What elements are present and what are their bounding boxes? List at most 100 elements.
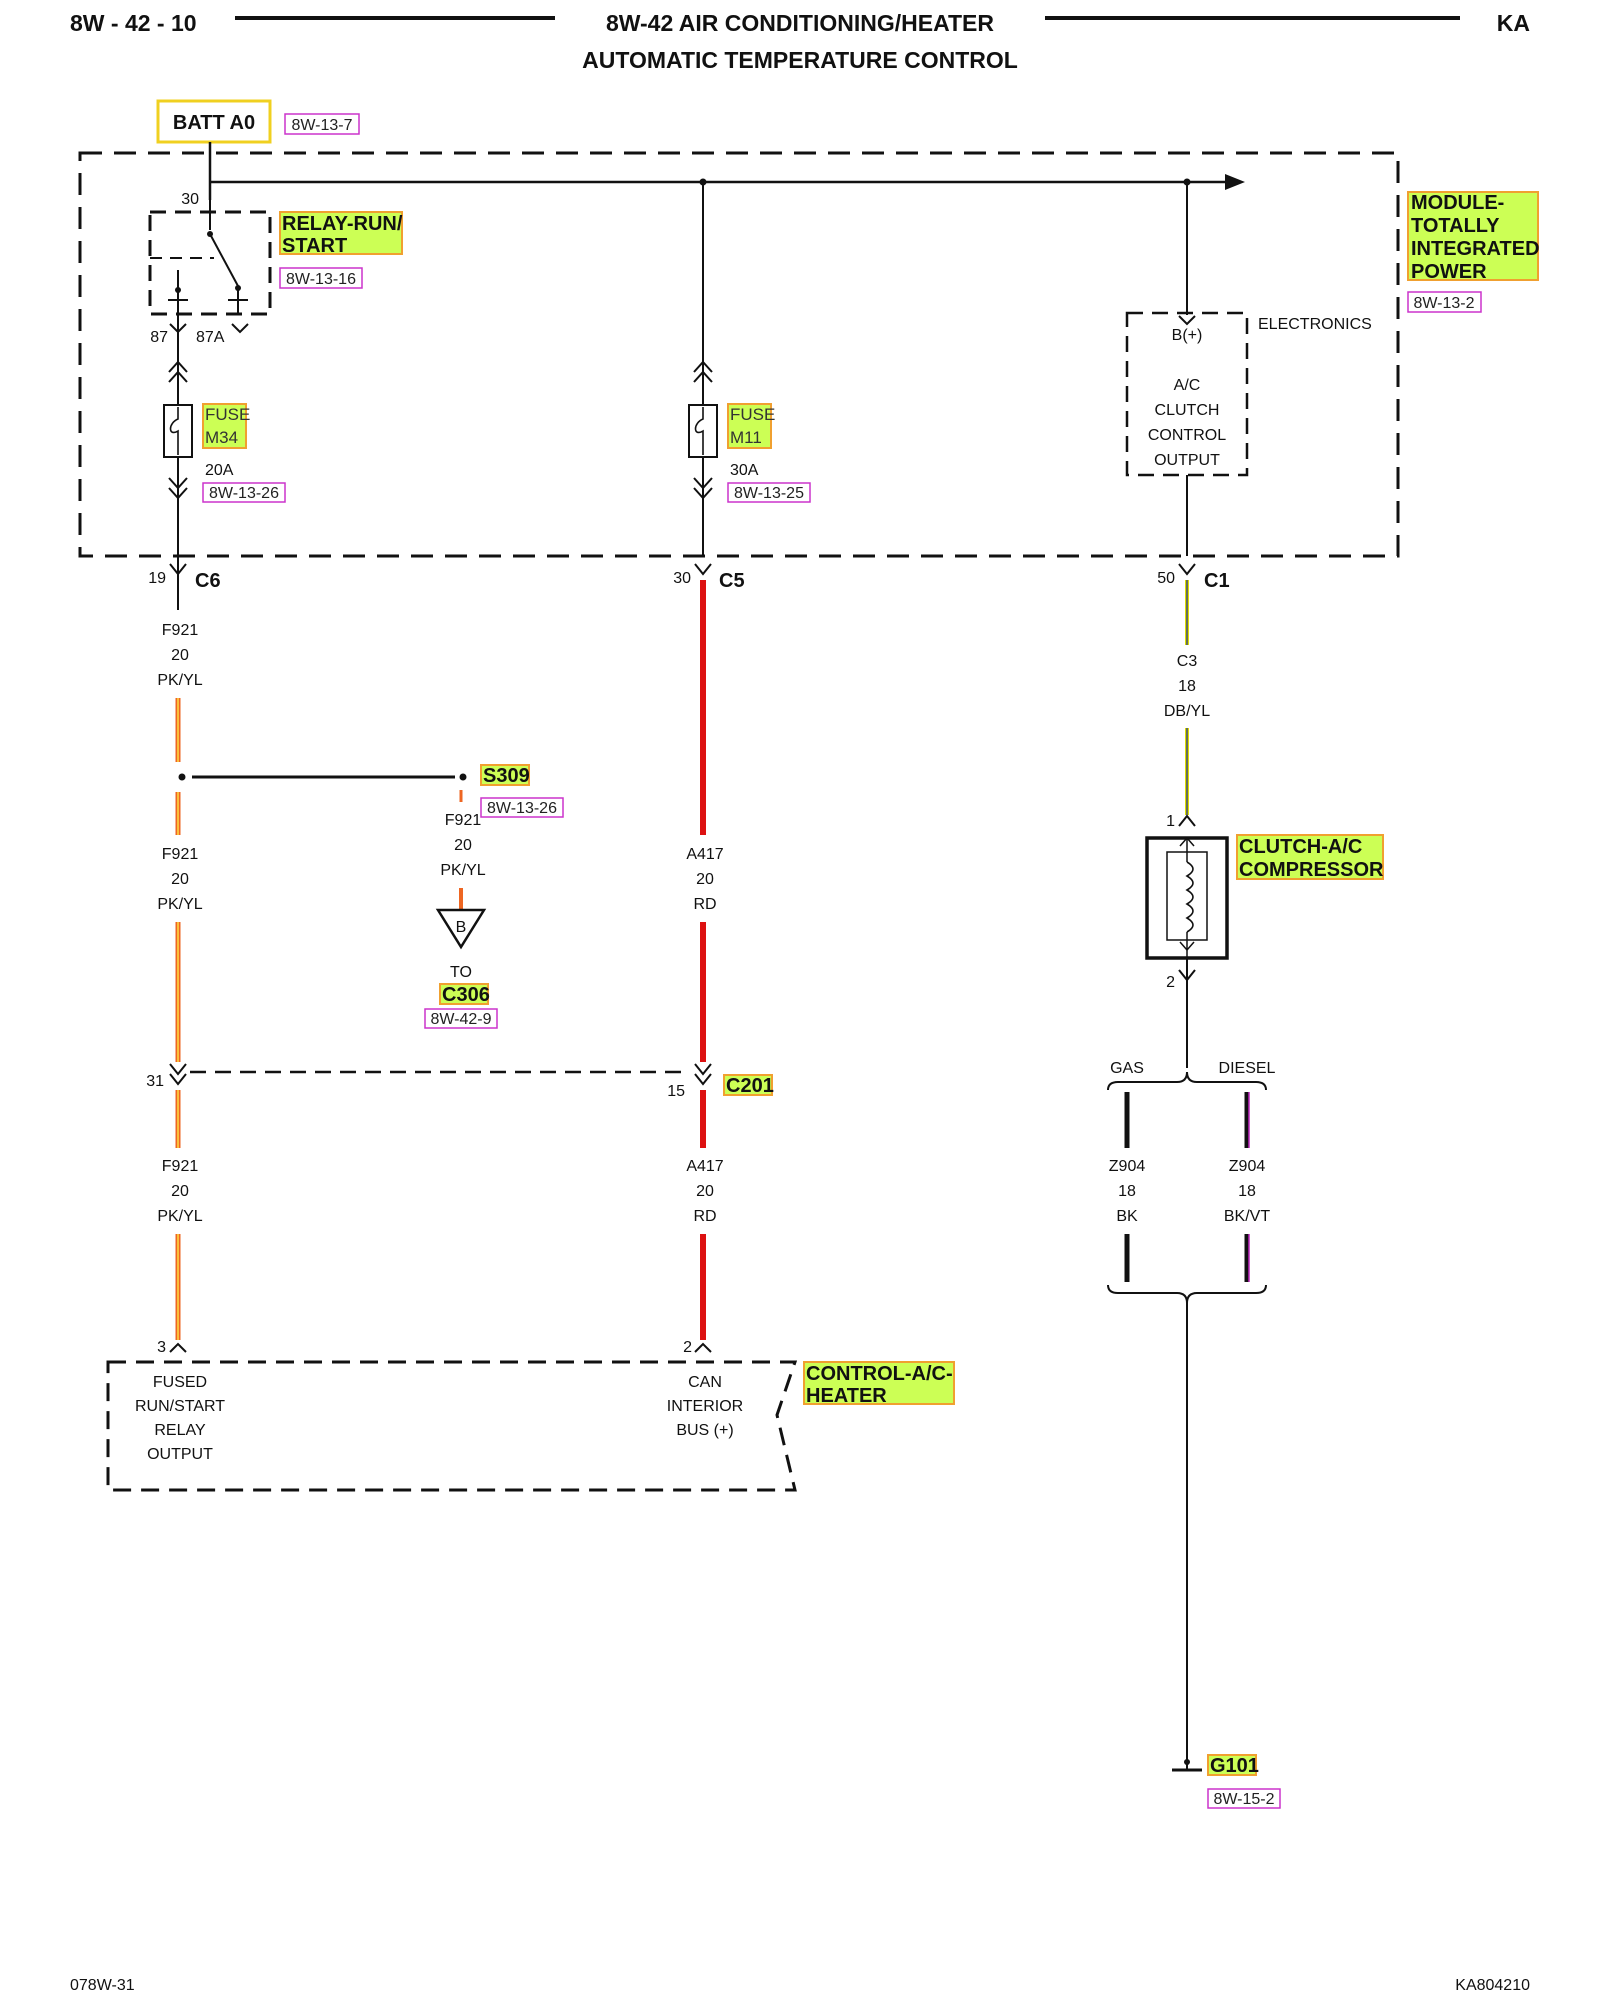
chevron-up-icon [1179, 836, 1195, 847]
relay-switch-arm [209, 233, 239, 287]
clutch-coil-icon [1185, 861, 1194, 933]
fuse-m34-label: FUSE [205, 405, 250, 424]
clutch-name-line: CLUTCH-A/C [1239, 836, 1362, 858]
control-ac-heater-module: 3 2 FUSED RUN/START RELAY OUTPUT CAN INT… [106, 1339, 955, 1492]
connector-pin-icon [694, 1063, 712, 1076]
z904-diesel-color: BK/VT [1224, 1208, 1270, 1225]
f921-b-gauge: 20 [171, 871, 189, 888]
relay-run-start: 30 87 87A RELAY-RUN/ START 8W-13-16 [148, 191, 403, 346]
relay-87a-pin-icon [231, 323, 249, 334]
chevron-up-icon [693, 360, 713, 373]
c201-label-box [723, 1074, 773, 1096]
connector-pin-icon [1178, 814, 1196, 827]
connector-c1-pin: 50 [1157, 570, 1175, 587]
circuit-f921: F921 20 PK/YL F921 20 PK/YL F921 20 PK/Y… [157, 556, 467, 1340]
connector-pin-icon [694, 1073, 712, 1086]
control-fused-line: RELAY [154, 1422, 206, 1439]
f921-d-color: PK/YL [157, 1208, 202, 1225]
f921-d-circuit: F921 [162, 1158, 199, 1175]
g101-ref: 8W-15-2 [1213, 1791, 1274, 1808]
offpage-connector-name: C306 [442, 984, 490, 1006]
batt-label-box [156, 99, 272, 144]
control-pin-can: 2 [683, 1339, 692, 1356]
chevron-down-icon [168, 477, 188, 490]
gas-diesel-options: GAS DIESEL Z904 18 BK Z904 18 BK/VT [1107, 1060, 1276, 1770]
g101-name: G101 [1210, 1755, 1259, 1777]
f921-b-color: PK/YL [157, 896, 202, 913]
fuse-m11-label: FUSE [730, 405, 775, 424]
chevron-up-icon [693, 370, 713, 383]
chevron-down-icon [1179, 941, 1195, 952]
page-header: 8W - 42 - 10 8W-42 AIR CONDITIONING/HEAT… [70, 10, 1530, 73]
connector-c1-name: C1 [1204, 570, 1230, 592]
connector-c6-name: C6 [195, 570, 221, 592]
option-bottom-brace [1107, 1284, 1267, 1304]
a417-b-circuit: A417 [686, 1158, 723, 1175]
control-label-box [803, 1361, 955, 1405]
page-title: 8W-42 AIR CONDITIONING/HEATER [606, 10, 994, 36]
battery-feed: BATT A0 8W-13-7 [156, 99, 360, 144]
tipm-ref-box [1407, 291, 1482, 313]
fuse-m34-label-box [202, 403, 247, 449]
chevron-down-icon [693, 477, 713, 490]
fuse-m11: FUSE M11 30A 8W-13-25 [688, 182, 811, 556]
f921-c-color: PK/YL [440, 862, 485, 879]
chevron-down-icon [1178, 315, 1196, 326]
fuse-m34-ref-box [202, 482, 286, 503]
footer-left-code: 078W-31 [70, 1977, 135, 1994]
clutch-label-box [1236, 834, 1384, 880]
f921-d-gauge: 20 [171, 1183, 189, 1200]
batt-label: BATT A0 [173, 112, 255, 134]
option-top-brace [1107, 1071, 1267, 1091]
relay-name-line: RELAY-RUN/ [282, 213, 403, 235]
tipm-name-line: TOTALLY [1411, 215, 1500, 237]
chevron-down-icon [693, 487, 713, 500]
f921-a-circuit: F921 [162, 622, 199, 639]
s309-ref-box [480, 797, 564, 818]
ground-dot [1184, 1759, 1190, 1765]
bus-arrow-icon [1225, 174, 1245, 190]
batt-ref-box [284, 113, 360, 135]
ground-g101: G101 8W-15-2 [1172, 1754, 1281, 1809]
control-pin-fused: 3 [157, 1339, 166, 1356]
relay-pin-87: 87 [150, 329, 168, 346]
control-fused-line: RUN/START [135, 1398, 225, 1415]
tipm-name-line: INTEGRATED [1411, 238, 1540, 260]
offpage-to: TO [450, 964, 472, 981]
batt-ref: 8W-13-7 [291, 117, 352, 134]
c201-pin-left: 31 [146, 1073, 164, 1090]
connector-pin-icon [169, 1342, 187, 1353]
tipm-label-box [1407, 191, 1539, 281]
z904-diesel-gauge: 18 [1238, 1183, 1256, 1200]
z904-gas-color: BK [1116, 1208, 1138, 1225]
fuse-m11-number: M11 [730, 428, 762, 447]
g101-label-box [1207, 1754, 1257, 1776]
control-name-line: CONTROL-A/C- [806, 1363, 953, 1385]
model-code: KA [1497, 10, 1530, 36]
connector-c5-pin: 30 [673, 570, 691, 587]
electronics-function-line: A/C [1174, 377, 1201, 394]
offpage-connector-label-box [439, 983, 489, 1005]
z904-diesel-circuit: Z904 [1229, 1158, 1266, 1175]
a417-a-color: RD [693, 896, 716, 913]
offpage-ref-box [424, 1008, 498, 1029]
f921-a-color: PK/YL [157, 672, 202, 689]
connector-c1: 50 C1 [1157, 563, 1230, 592]
a417-b-gauge: 20 [696, 1183, 714, 1200]
chevron-down-icon [168, 487, 188, 500]
page-subtitle: AUTOMATIC TEMPERATURE CONTROL [582, 47, 1018, 73]
splice-dot [459, 773, 467, 781]
fuse-m11-element [694, 407, 704, 455]
electronics-label: ELECTRONICS [1258, 316, 1372, 333]
fuse-m34-ref: 8W-13-26 [209, 485, 279, 502]
tipm-name-line: POWER [1411, 261, 1487, 283]
electronics-pin: B(+) [1172, 327, 1203, 344]
offpage-ref: 8W-42-9 [430, 1011, 491, 1028]
connector-c5-name: C5 [719, 570, 745, 592]
f921-b-circuit: F921 [162, 846, 199, 863]
circuit-a417: A417 20 RD A417 20 RD [686, 580, 724, 1340]
connector-c6: 19 C6 [148, 563, 221, 592]
option-diesel-label: DIESEL [1219, 1060, 1276, 1077]
connector-c201: 31 15 C201 [146, 1063, 774, 1100]
fuse-m34-element [169, 407, 179, 455]
